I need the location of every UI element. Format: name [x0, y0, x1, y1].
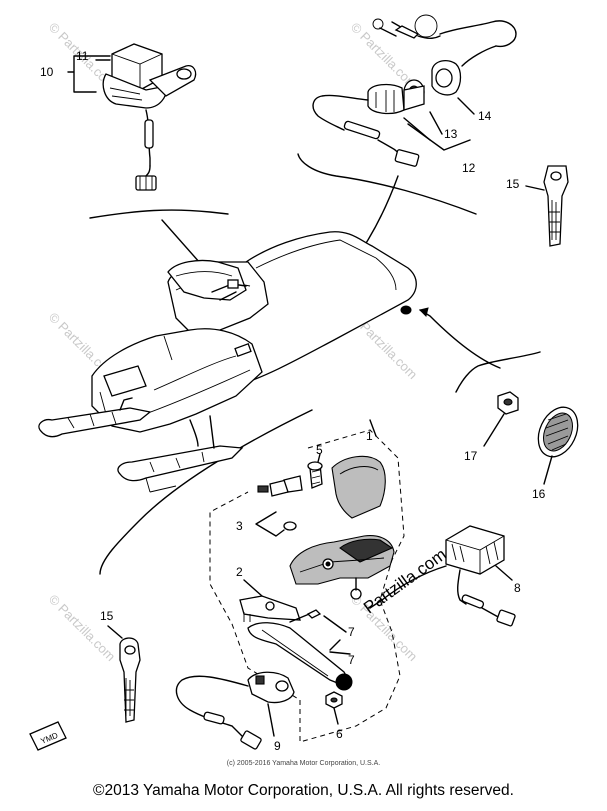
- callout-15-top: 15: [506, 177, 520, 191]
- callout-7b: 7: [348, 653, 355, 667]
- callout-1: 1: [366, 429, 373, 443]
- key-bottom: 15 YMD: [29, 609, 141, 751]
- zone-curves: [89, 153, 541, 575]
- small-copyright: (c) 2005-2016 Yamaha Motor Corporation, …: [226, 760, 381, 767]
- callout-9: 9: [274, 739, 281, 753]
- switch-box-8: 8: [369, 525, 521, 627]
- callout-5: 5: [316, 443, 323, 457]
- snowmobile: [38, 231, 417, 493]
- callout-13: 13: [444, 127, 458, 141]
- callout-6: 6: [336, 727, 343, 741]
- callout-15-bottom: 15: [100, 609, 114, 623]
- callout-12: 12: [462, 161, 476, 175]
- watermark-5: © Partzilla.com: [46, 592, 119, 665]
- throttle-assembly-box: 1 5 3 2: [175, 419, 405, 753]
- key-top: 15: [506, 165, 569, 247]
- callout-8: 8: [514, 581, 521, 595]
- callout-2: 2: [236, 565, 243, 579]
- callout-3: 3: [236, 519, 243, 533]
- callout-14: 14: [478, 109, 492, 123]
- ignition-switch-assembly: 12 13 14: [312, 14, 517, 175]
- callout-16: 16: [532, 487, 546, 501]
- callout-10: 10: [40, 65, 54, 79]
- footer-copyright: ©2013 Yamaha Motor Corporation, U.S.A. A…: [93, 782, 514, 799]
- relay-assembly: 10 11: [40, 43, 197, 191]
- nut-and-reflector: 17 16: [464, 391, 579, 501]
- callout-17: 17: [464, 449, 478, 463]
- callout-11: 11: [76, 49, 89, 63]
- callout-7: 7: [348, 625, 355, 639]
